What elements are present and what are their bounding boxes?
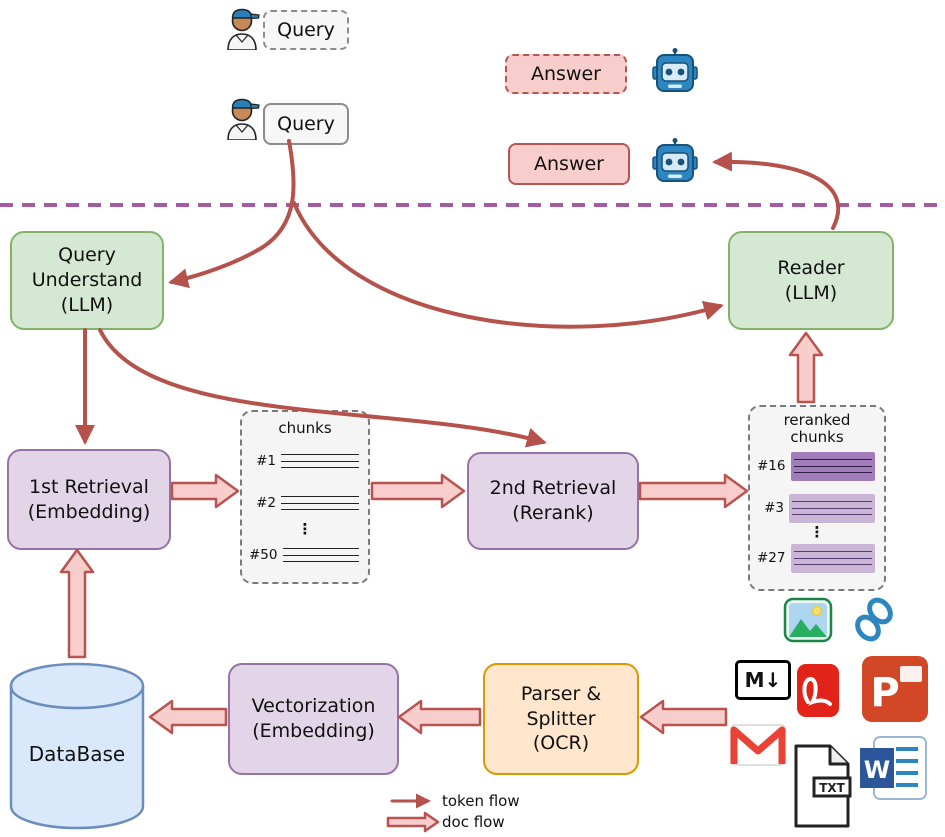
token-flow-arrows: [75, 139, 841, 809]
chunk-row: #27: [757, 543, 875, 573]
query-final-label: Query: [277, 113, 335, 135]
txt-glyph: TXT: [819, 781, 845, 795]
chunk-bar-icon: [789, 493, 875, 523]
answer-final-label: Answer: [534, 153, 604, 175]
arrow-vectorization-to-database: [148, 699, 228, 735]
word-glyph: W: [864, 756, 890, 784]
vectorization-node: Vectorization (Embedding): [228, 663, 399, 775]
first-retrieval-node: 1st Retrieval (Embedding): [7, 449, 171, 550]
vectorization-label: Vectorization (Embedding): [251, 695, 376, 742]
reranked-ellipsis: ⋮: [809, 523, 825, 541]
legend-token-flow-label: token flow: [442, 792, 520, 810]
chunk-lines-icon: [281, 491, 359, 516]
arrow-files-to-parser: [639, 699, 728, 735]
chunk-id: #3: [764, 500, 784, 516]
robot-icon-draft: [651, 47, 699, 101]
chunk-id: #50: [249, 547, 278, 563]
database-label: DataBase: [28, 742, 126, 766]
user-icon-draft: [221, 2, 263, 54]
chunk-bar-icon: [790, 543, 875, 573]
chunk-row: #2: [249, 490, 359, 516]
chunk-id: #2: [256, 495, 276, 511]
chunk-lines-icon: [282, 543, 359, 568]
txt-file-icon: TXT: [790, 742, 854, 834]
first-retrieval-label: 1st Retrieval (Embedding): [27, 475, 151, 523]
markdown-glyph: M↓: [744, 668, 782, 692]
chunk-row: #50: [249, 542, 359, 568]
pdf-file-icon: [793, 662, 843, 724]
answer-final-tag: Answer: [508, 143, 630, 185]
query-understand-label: Query Understand (LLM): [31, 244, 143, 316]
arrow-query-to-reader: [292, 201, 724, 329]
doc-flow-arrows: [59, 331, 824, 833]
answer-draft-label: Answer: [531, 63, 601, 85]
markdown-file-icon: M↓: [735, 660, 791, 700]
chunk-row: #3: [757, 493, 875, 523]
arrow-reader-to-answer: [712, 151, 841, 230]
chunks-ellipsis: ⋮: [297, 520, 313, 538]
chunk-id: #27: [757, 550, 786, 566]
chunk-bar-icon: [790, 451, 875, 481]
database-node: DataBase: [8, 660, 146, 832]
chunk-row: #1: [249, 448, 359, 474]
chunks-title: chunks: [278, 419, 332, 437]
legend-doc-flow-label: doc flow: [442, 813, 505, 831]
arrow-database-to-first-retrieval: [59, 548, 95, 659]
reader-node: Reader (LLM): [728, 231, 894, 330]
legend-doc-arrow: [386, 811, 440, 833]
reranked-chunks-panel: reranked chunks #16 #3 ⋮ #27: [748, 405, 886, 591]
reranked-title: reranked chunks: [783, 411, 851, 447]
link-icon: [852, 594, 896, 650]
second-retrieval-label: 2nd Retrieval (Rerank): [489, 477, 617, 524]
powerpoint-file-icon: P: [858, 648, 934, 732]
robot-icon-final: [651, 137, 699, 191]
image-file-icon: [783, 597, 833, 648]
arrow-reranked-to-reader: [788, 331, 824, 404]
query-draft-label: Query: [277, 19, 335, 41]
chunk-row: #16: [757, 451, 875, 481]
parser-splitter-node: Parser & Splitter (OCR): [483, 663, 639, 775]
arrow-query-to-understand: [168, 139, 296, 289]
chunks-panel: chunks #1 #2 ⋮ #50: [240, 410, 370, 584]
answer-draft-tag: Answer: [505, 54, 627, 94]
parser-splitter-label: Parser & Splitter (OCR): [520, 682, 602, 755]
query-understand-node: Query Understand (LLM): [10, 231, 164, 330]
second-retrieval-node: 2nd Retrieval (Rerank): [467, 452, 639, 550]
reader-label: Reader (LLM): [777, 256, 845, 304]
arrow-second-retrieval-to-reranked: [638, 473, 749, 509]
user-icon-final: [221, 92, 263, 144]
database-cylinder-icon: [9, 662, 145, 830]
query-draft-tag: Query: [263, 10, 349, 50]
word-file-icon: W: [858, 735, 930, 807]
chunk-lines-icon: [281, 449, 359, 474]
arrow-parser-to-vectorization: [397, 699, 482, 735]
powerpoint-glyph: P: [870, 670, 899, 716]
chunk-id: #1: [256, 453, 276, 469]
gmail-icon: [728, 722, 788, 772]
arrow-first-retrieval-to-chunks: [170, 473, 240, 509]
arrow-chunks-to-second-retrieval: [370, 473, 466, 509]
chunk-id: #16: [757, 458, 786, 474]
query-final-tag: Query: [263, 103, 349, 145]
